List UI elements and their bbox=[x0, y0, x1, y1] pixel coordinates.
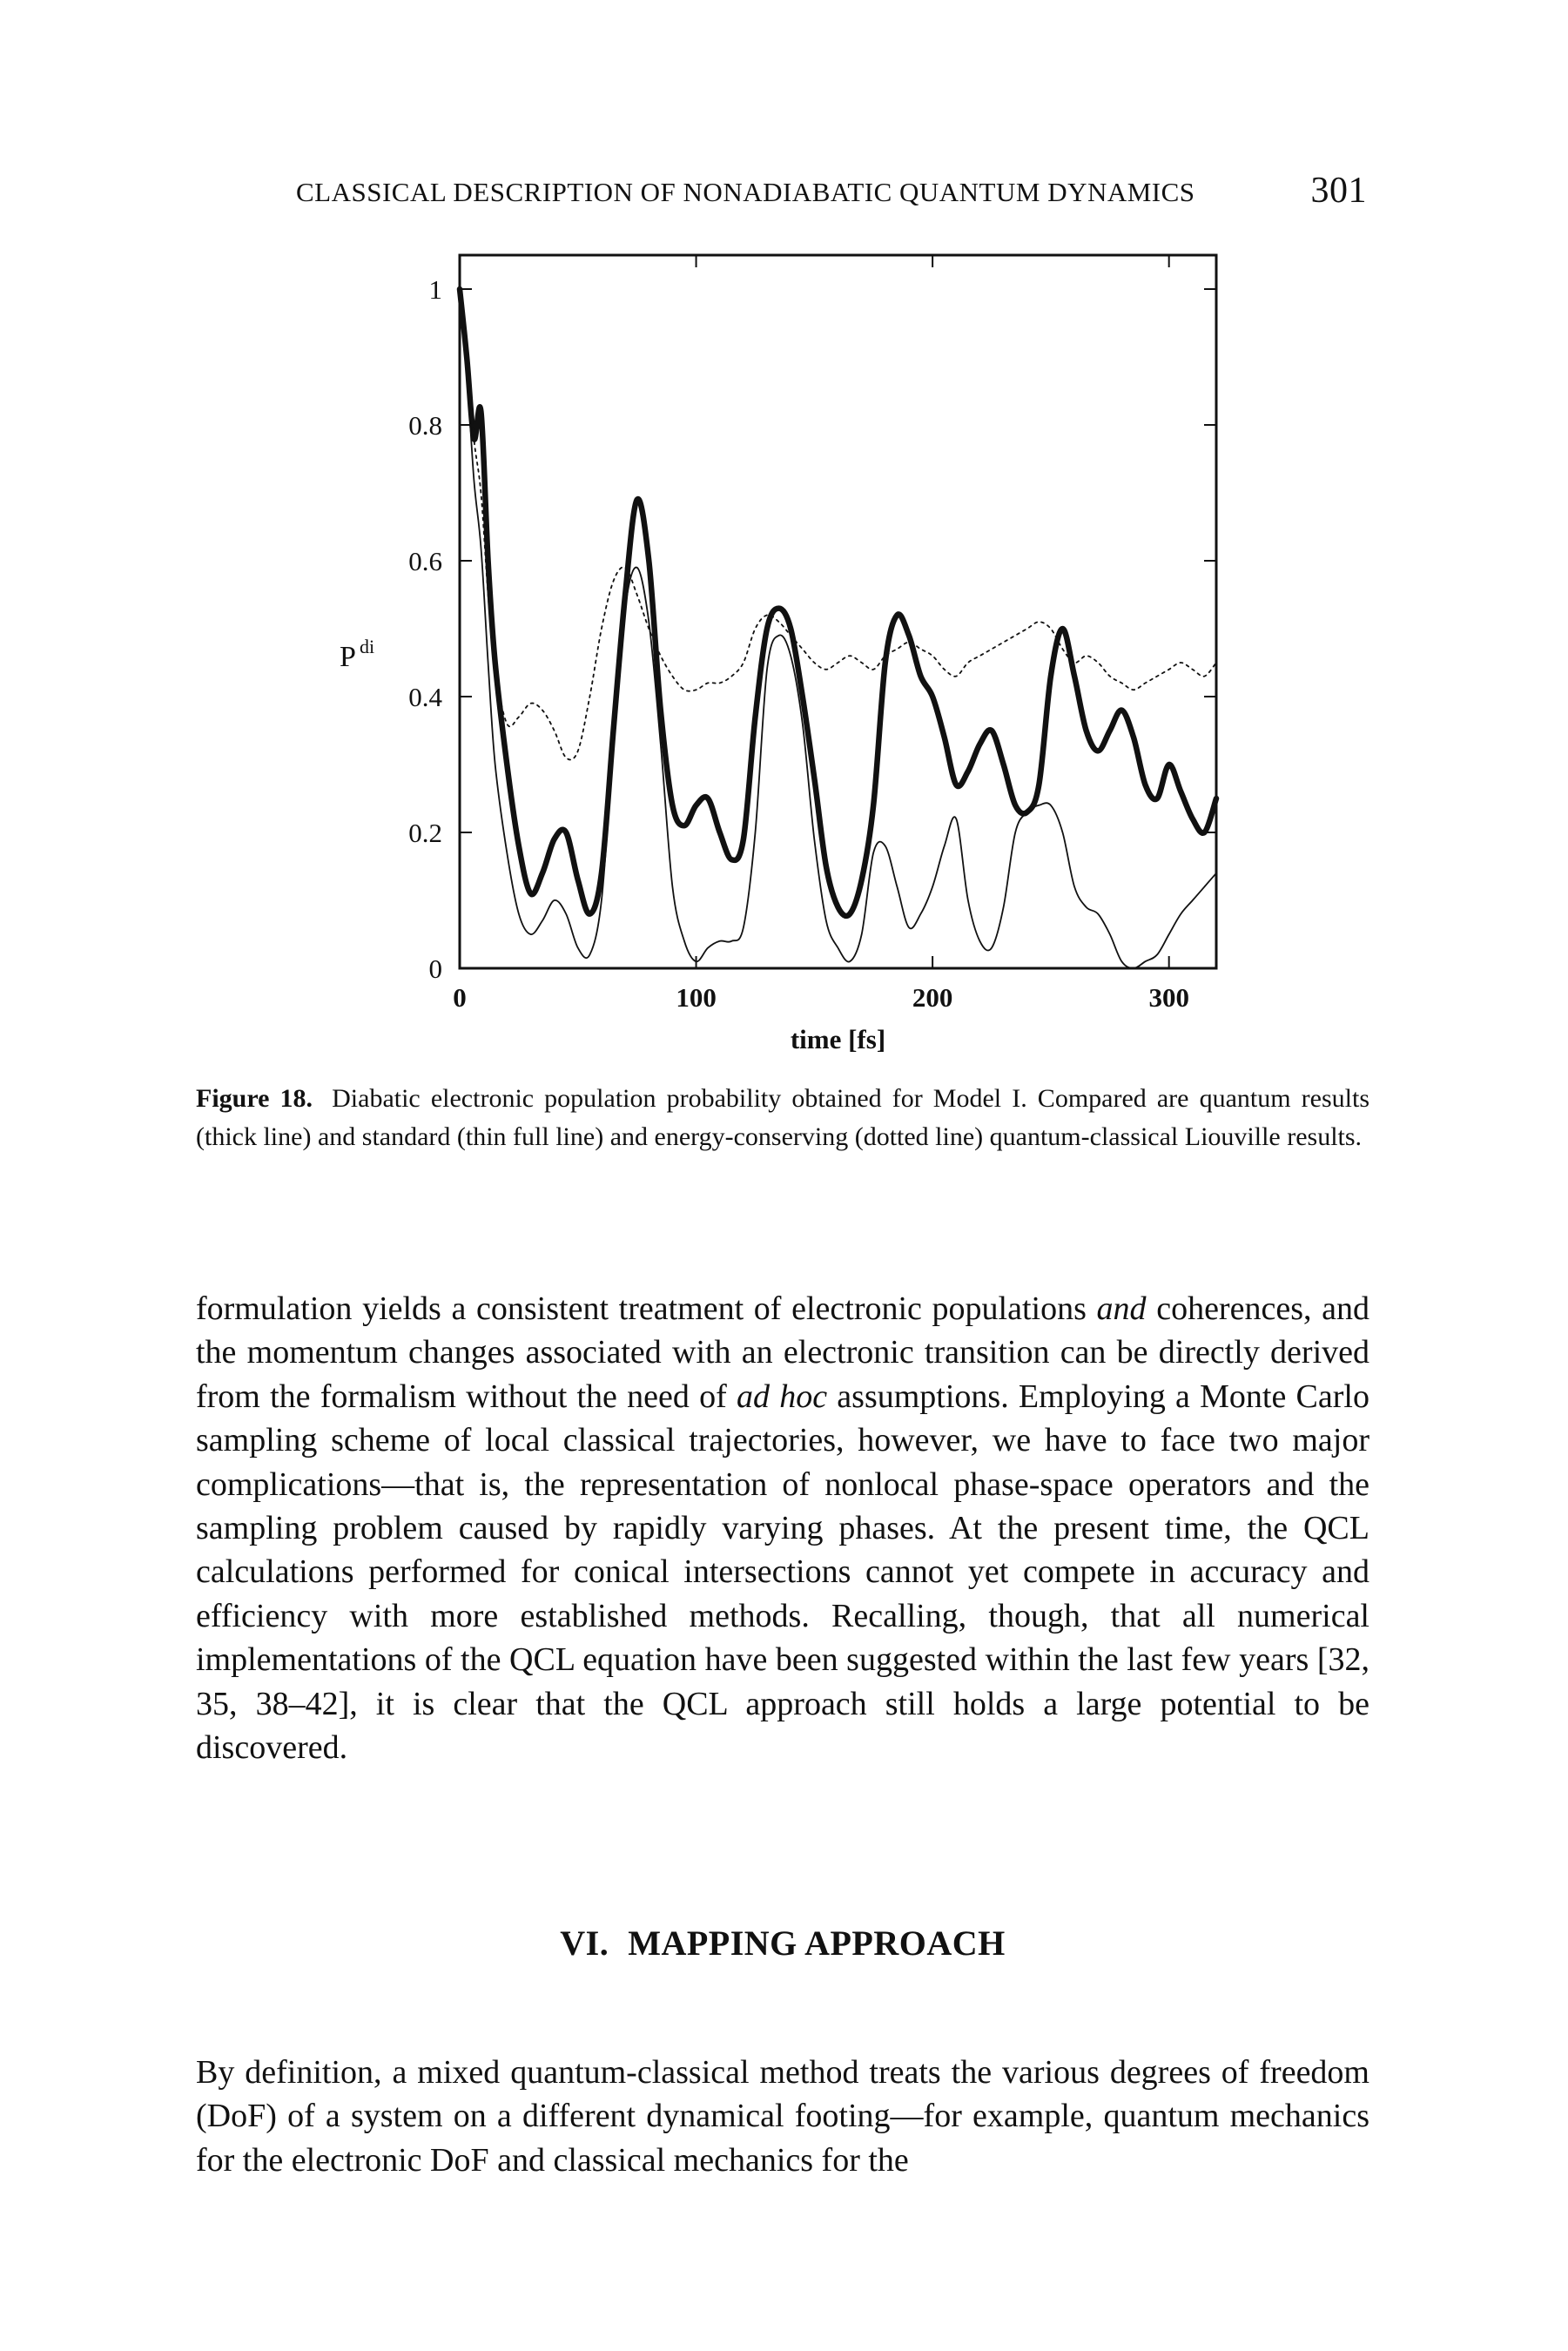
series-line-thin bbox=[459, 288, 1217, 969]
body-paragraph-1: formulation yields a consistent treatmen… bbox=[196, 1287, 1369, 1769]
y-tick-label: 0.8 bbox=[408, 410, 442, 441]
plot-frame bbox=[458, 253, 1218, 970]
y-tick-label: 0 bbox=[429, 953, 443, 984]
x-tick-label: 300 bbox=[1148, 982, 1189, 1013]
paragraph-1-text-c: assumptions. Employing a Monte Carlo sam… bbox=[196, 1378, 1369, 1767]
series-line-dotted bbox=[459, 288, 1217, 761]
section-number: VI. bbox=[560, 1923, 609, 1963]
body-paragraph-2: By definition, a mixed quantum-classical… bbox=[196, 2051, 1369, 2182]
y-axis-label-superscript: di bbox=[360, 636, 374, 657]
page-number: 301 bbox=[1310, 171, 1367, 211]
y-tick-label: 0.4 bbox=[408, 682, 442, 712]
x-tick-label: 0 bbox=[453, 982, 467, 1013]
running-title: CLASSICAL DESCRIPTION OF NONADIABATIC QU… bbox=[296, 177, 1195, 207]
figure-caption: Figure 18. Diabatic electronic populatio… bbox=[196, 1080, 1369, 1156]
y-tick-label: 1 bbox=[429, 274, 443, 305]
x-tick-label: 100 bbox=[676, 982, 717, 1013]
y-axis-label: P bbox=[340, 641, 356, 673]
running-header: CLASSICAL DESCRIPTION OF NONADIABATIC QU… bbox=[296, 170, 1367, 213]
y-tick-label: 0.6 bbox=[408, 546, 442, 576]
paragraph-2-text: By definition, a mixed quantum-classical… bbox=[196, 2054, 1369, 2179]
series-line-thick bbox=[456, 286, 1220, 920]
x-axis-label: time [fs] bbox=[791, 1024, 885, 1054]
caption-label: Figure 18. bbox=[196, 1084, 313, 1113]
x-tick-label: 200 bbox=[912, 982, 953, 1013]
caption-text: Diabatic electronic population probabili… bbox=[196, 1084, 1369, 1151]
paragraph-1-text-b: coherences, and the momentum changes ass… bbox=[196, 1290, 1370, 1415]
paragraph-1-emphasis-ad-hoc: ad hoc bbox=[736, 1378, 828, 1415]
section-heading: VI. MAPPING APPROACH bbox=[196, 1923, 1369, 1964]
paragraph-1-text-a: formulation yields a consistent treatmen… bbox=[196, 1290, 1097, 1327]
paragraph-1-emphasis-and: and bbox=[1096, 1290, 1147, 1327]
y-tick-label: 0.2 bbox=[408, 818, 442, 848]
section-title: MAPPING APPROACH bbox=[628, 1923, 1006, 1963]
